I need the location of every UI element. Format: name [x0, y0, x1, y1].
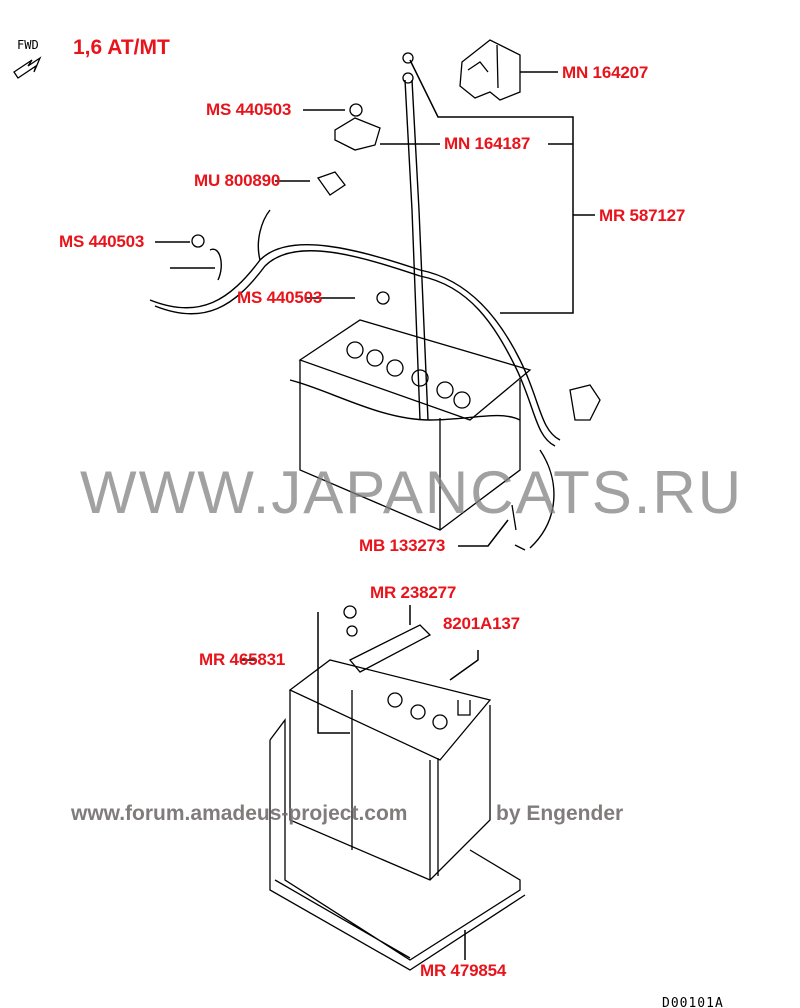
battery-tray — [269, 718, 526, 971]
part-label-mr238277[interactable]: MR 238277 — [370, 583, 457, 602]
nut-part — [349, 103, 363, 117]
part-label-ms440503[interactable]: MS 440503 — [59, 232, 145, 251]
diagram-code: D00101A — [662, 996, 724, 1008]
nut-part — [376, 291, 390, 305]
lower-battery — [288, 605, 492, 881]
upper-battery — [298, 319, 601, 531]
leader-lines — [155, 59, 595, 960]
hold-down-bracket — [348, 624, 432, 673]
terminal-cover-part — [459, 39, 521, 101]
terminal-part — [316, 171, 346, 196]
part-label-mb133273[interactable]: MB 133273 — [359, 536, 446, 555]
site-watermark: WWW.JAPANCATS.RU — [80, 459, 744, 526]
part-label-mr587127[interactable]: MR 587127 — [599, 206, 686, 225]
bolt-part — [511, 504, 526, 551]
part-label-mn164207[interactable]: MN 164207 — [562, 63, 649, 82]
nut-part — [191, 234, 205, 248]
part-label-mr465831[interactable]: MR 465831 — [199, 650, 286, 669]
author-watermark: by Engender — [496, 802, 624, 825]
part-label-mn164187[interactable]: MN 164187 — [444, 134, 531, 153]
forum-watermark: www.forum.amadeus-project.com — [71, 802, 408, 825]
part-label-ms440503[interactable]: MS 440503 — [206, 100, 292, 119]
clamp-part — [334, 117, 381, 151]
part-label-mu800890[interactable]: MU 800890 — [194, 171, 281, 190]
part-label-mr479854[interactable]: MR 479854 — [420, 961, 507, 980]
fwd-arrow-icon — [13, 56, 42, 79]
fwd-label: FWD — [17, 38, 39, 52]
part-label-8201a137[interactable]: 8201A137 — [443, 614, 520, 633]
battery-cable-harness — [149, 79, 561, 549]
part-label-ms440503[interactable]: MS 440503 — [237, 288, 323, 307]
variant-title: 1,6 AT/MT — [73, 36, 170, 59]
